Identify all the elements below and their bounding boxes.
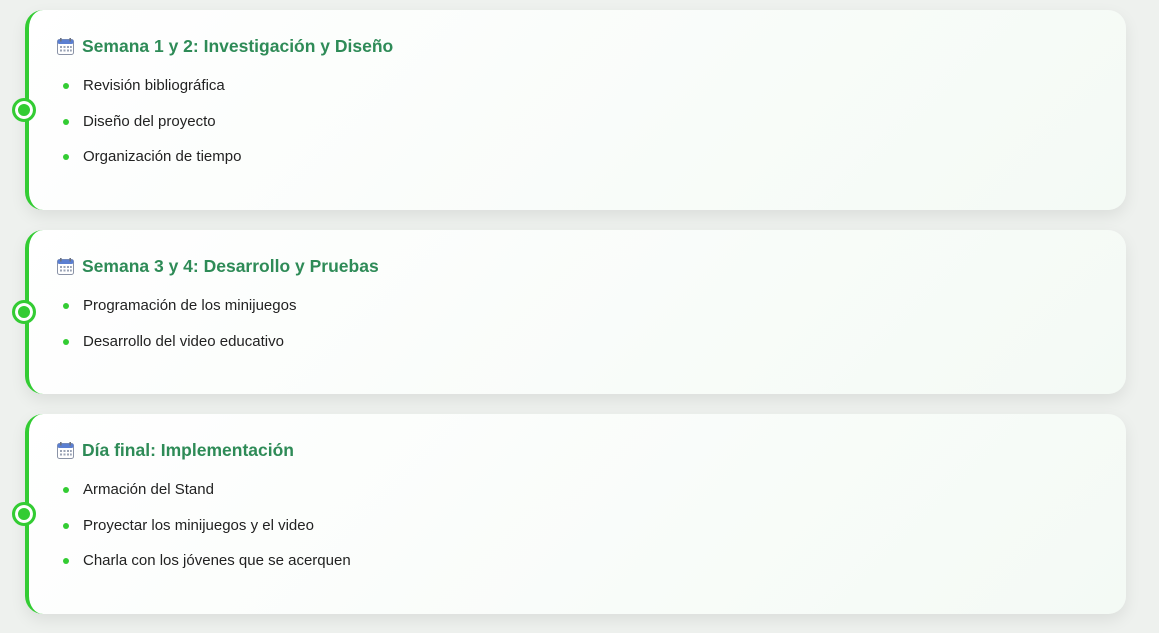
list-item: Armación del Stand: [63, 479, 351, 515]
phase-title: Semana 3 y 4: Desarrollo y Pruebas: [82, 256, 379, 276]
phase-heading: Semana 3 y 4: Desarrollo y Pruebas: [57, 256, 379, 277]
calendar-icon: [57, 442, 74, 459]
calendar-icon: [57, 38, 74, 55]
task-label: Revisión bibliográfica: [83, 77, 225, 94]
phase-title: Semana 1 y 2: Investigación y Diseño: [82, 36, 394, 56]
timeline-card-phase-3: Día final: Implementación Armación del S…: [12, 414, 1126, 614]
task-label: Proyectar los minijuegos y el video: [83, 516, 314, 534]
task-label: Organización de tiempo: [83, 148, 242, 165]
bullet: [63, 558, 69, 564]
bullet: [63, 487, 69, 493]
phase-heading: Día final: Implementación: [57, 440, 294, 461]
bullet: [63, 338, 69, 345]
bullet: [63, 154, 69, 160]
timeline-card-phase-2: Semana 3 y 4: Desarrollo y Pruebas Progr…: [12, 230, 1126, 394]
phase-heading: Semana 1 y 2: Investigación y Diseño: [57, 36, 393, 57]
timeline-dot: [12, 98, 36, 122]
phase-task-list: Programación de los minijuegos Desarroll…: [63, 295, 296, 366]
timeline-dot: [12, 300, 36, 324]
list-item: Desarrollo del video educativo: [63, 331, 296, 367]
list-item: Revisión bibliográfica: [63, 75, 241, 111]
bullet: [63, 83, 69, 89]
task-label: Charla con los jóvenes que se acerquen: [83, 552, 351, 569]
phase-task-list: Armación del Stand Proyectar los minijue…: [63, 479, 351, 586]
task-label: Desarrollo del video educativo: [83, 332, 284, 350]
phase-title: Día final: Implementación: [82, 440, 294, 460]
task-label: Diseño del proyecto: [83, 112, 216, 130]
list-item: Charla con los jóvenes que se acerquen: [63, 550, 351, 586]
task-label: Programación de los minijuegos: [83, 297, 297, 314]
bullet: [63, 522, 69, 529]
phase-task-list: Revisión bibliográfica Diseño del proyec…: [63, 75, 241, 182]
list-item: Programación de los minijuegos: [63, 295, 296, 331]
calendar-icon: [57, 258, 74, 275]
bullet: [63, 303, 69, 309]
list-item: Proyectar los minijuegos y el video: [63, 515, 351, 551]
timeline-dot: [12, 502, 36, 526]
timeline-card-phase-1: Semana 1 y 2: Investigación y Diseño Rev…: [12, 10, 1126, 210]
list-item: Organización de tiempo: [63, 146, 241, 182]
bullet: [63, 118, 69, 125]
task-label: Armación del Stand: [83, 481, 214, 498]
list-item: Diseño del proyecto: [63, 111, 241, 147]
